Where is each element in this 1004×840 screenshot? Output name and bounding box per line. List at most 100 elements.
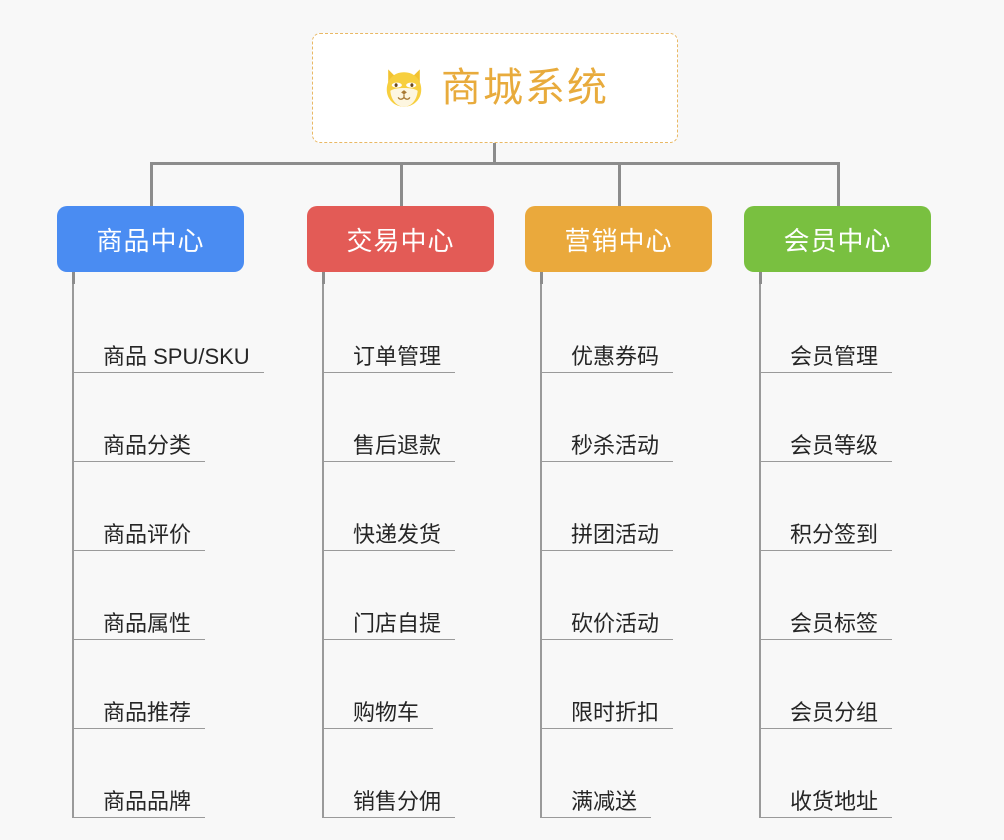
leaf-item[interactable]: 会员等级 bbox=[760, 373, 931, 462]
leaf-underline bbox=[760, 816, 893, 818]
leaf-label: 商品分类 bbox=[103, 432, 192, 458]
leaf-label: 会员等级 bbox=[790, 432, 879, 458]
leaf-item[interactable]: 秒杀活动 bbox=[541, 373, 712, 462]
leaf-item[interactable]: 限时折扣 bbox=[541, 640, 712, 729]
leaf-underline bbox=[760, 460, 893, 462]
leaf-rail-marketing: 优惠券码 秒杀活动 拼团活动 砍价活动 限时折扣 满减送 bbox=[525, 284, 712, 818]
leaf-underline bbox=[760, 638, 893, 640]
leaf-item[interactable]: 收货地址 bbox=[760, 729, 931, 818]
leaf-item[interactable]: 砍价活动 bbox=[541, 551, 712, 640]
leaf-label: 收货地址 bbox=[790, 788, 879, 814]
leaf-underline bbox=[541, 638, 674, 640]
leaf-label: 售后退款 bbox=[353, 432, 442, 458]
leaf-label: 会员管理 bbox=[790, 343, 879, 369]
shiba-dog-face-icon bbox=[386, 69, 422, 107]
leaf-item[interactable]: 满减送 bbox=[541, 729, 712, 818]
leaf-label: 满减送 bbox=[571, 788, 638, 814]
category-column-marketing: 营销中心 优惠券码 秒杀活动 拼团活动 砍价活动 限时折扣 满减送 bbox=[525, 206, 712, 818]
leaf-rail-member: 会员管理 会员等级 积分签到 会员标签 会员分组 收货地址 bbox=[744, 284, 931, 818]
category-column-trade: 交易中心 订单管理 售后退款 快递发货 门店自提 购物车 销售分佣 bbox=[307, 206, 494, 818]
leaf-item[interactable]: 商品分类 bbox=[73, 373, 250, 462]
category-column-member: 会员中心 会员管理 会员等级 积分签到 会员标签 会员分组 收货地址 bbox=[744, 206, 931, 818]
leaf-item[interactable]: 售后退款 bbox=[323, 373, 494, 462]
connector-drop-2 bbox=[400, 162, 403, 207]
leaf-underline bbox=[73, 638, 206, 640]
connector-drop-4 bbox=[837, 162, 840, 207]
connector-horizontal-bus bbox=[150, 162, 840, 165]
category-header-member[interactable]: 会员中心 bbox=[744, 206, 931, 272]
leaf-item[interactable]: 门店自提 bbox=[323, 551, 494, 640]
leaf-item[interactable]: 商品 SPU/SKU bbox=[73, 284, 264, 373]
category-label: 商品中心 bbox=[96, 225, 205, 256]
leaf-label: 商品 SPU/SKU bbox=[103, 343, 250, 369]
leaf-item[interactable]: 快递发货 bbox=[323, 462, 494, 551]
connector-category-stem-2 bbox=[322, 272, 325, 284]
leaf-rail-trade: 订单管理 售后退款 快递发货 门店自提 购物车 销售分佣 bbox=[307, 284, 494, 818]
category-header-marketing[interactable]: 营销中心 bbox=[525, 206, 712, 272]
connector-category-stem-4 bbox=[759, 272, 762, 284]
rail-spine bbox=[72, 284, 74, 818]
leaf-underline bbox=[541, 549, 674, 551]
leaf-item[interactable]: 商品评价 bbox=[73, 462, 250, 551]
leaf-underline bbox=[541, 816, 652, 818]
leaf-label: 秒杀活动 bbox=[571, 432, 660, 458]
leaf-item[interactable]: 购物车 bbox=[323, 640, 494, 729]
leaf-label: 商品评价 bbox=[103, 521, 192, 547]
leaf-underline bbox=[73, 371, 264, 373]
connector-root-stem bbox=[493, 143, 496, 165]
leaf-label: 商品品牌 bbox=[103, 788, 192, 814]
leaf-underline bbox=[760, 549, 893, 551]
leaf-rail-product: 商品 SPU/SKU 商品分类 商品评价 商品属性 商品推荐 商品品牌 bbox=[57, 284, 264, 818]
leaf-underline bbox=[323, 638, 456, 640]
leaf-item[interactable]: 会员分组 bbox=[760, 640, 931, 729]
rail-spine bbox=[322, 284, 324, 818]
root-title: 商城系统 bbox=[441, 66, 609, 110]
leaf-label: 门店自提 bbox=[353, 610, 442, 636]
category-label: 营销中心 bbox=[564, 225, 673, 256]
leaf-label: 商品属性 bbox=[103, 610, 192, 636]
leaf-label: 砍价活动 bbox=[571, 610, 660, 636]
leaf-label: 商品推荐 bbox=[103, 699, 192, 725]
leaf-underline bbox=[323, 460, 456, 462]
leaf-underline bbox=[73, 727, 206, 729]
leaf-label: 快递发货 bbox=[353, 521, 442, 547]
connector-drop-1 bbox=[150, 162, 153, 207]
leaf-underline bbox=[760, 371, 893, 373]
rail-spine bbox=[759, 284, 761, 818]
leaf-item[interactable]: 销售分佣 bbox=[323, 729, 494, 818]
leaf-label: 优惠券码 bbox=[571, 343, 660, 369]
leaf-item[interactable]: 商品品牌 bbox=[73, 729, 250, 818]
category-column-product: 商品中心 商品 SPU/SKU 商品分类 商品评价 商品属性 商品推荐 商品品牌 bbox=[57, 206, 264, 818]
leaf-label: 会员标签 bbox=[790, 610, 879, 636]
category-header-product[interactable]: 商品中心 bbox=[57, 206, 244, 272]
rail-spine bbox=[540, 284, 542, 818]
leaf-label: 购物车 bbox=[353, 699, 420, 725]
leaf-underline bbox=[760, 727, 893, 729]
leaf-label: 订单管理 bbox=[353, 343, 442, 369]
leaf-underline bbox=[323, 549, 456, 551]
connector-drop-3 bbox=[618, 162, 621, 207]
leaf-underline bbox=[541, 460, 674, 462]
leaf-underline bbox=[323, 816, 456, 818]
leaf-underline bbox=[73, 816, 206, 818]
leaf-label: 销售分佣 bbox=[353, 788, 442, 814]
connector-category-stem-3 bbox=[540, 272, 543, 284]
leaf-item[interactable]: 商品属性 bbox=[73, 551, 250, 640]
leaf-item[interactable]: 会员管理 bbox=[760, 284, 931, 373]
leaf-underline bbox=[323, 727, 434, 729]
leaf-label: 拼团活动 bbox=[571, 521, 660, 547]
leaf-underline bbox=[73, 549, 206, 551]
leaf-item[interactable]: 订单管理 bbox=[323, 284, 494, 373]
leaf-item[interactable]: 拼团活动 bbox=[541, 462, 712, 551]
leaf-underline bbox=[541, 371, 674, 373]
leaf-underline bbox=[73, 460, 206, 462]
leaf-underline bbox=[323, 371, 456, 373]
leaf-item[interactable]: 优惠券码 bbox=[541, 284, 712, 373]
connector-category-stem-1 bbox=[72, 272, 75, 284]
category-header-trade[interactable]: 交易中心 bbox=[307, 206, 494, 272]
root-node[interactable]: 商城系统 bbox=[312, 33, 678, 143]
leaf-item[interactable]: 会员标签 bbox=[760, 551, 931, 640]
leaf-item[interactable]: 积分签到 bbox=[760, 462, 931, 551]
leaf-item[interactable]: 商品推荐 bbox=[73, 640, 250, 729]
